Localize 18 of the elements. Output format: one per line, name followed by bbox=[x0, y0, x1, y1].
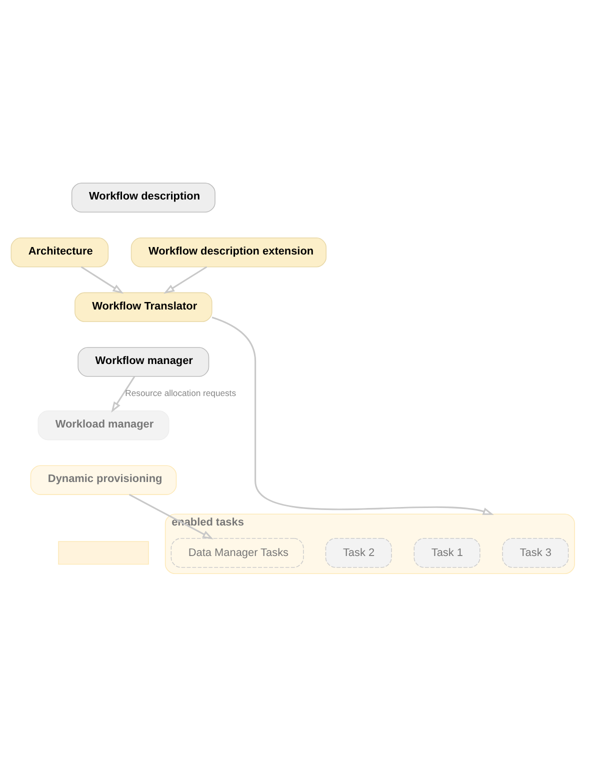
node-box: Dynamic provisioning bbox=[30, 465, 177, 495]
node-box: Task 1 bbox=[414, 538, 480, 568]
node-box: Task 3 bbox=[502, 538, 569, 568]
arrow bbox=[212, 316, 494, 515]
arrow bbox=[80, 266, 124, 294]
edge-label: Resource allocation requests bbox=[125, 388, 236, 398]
node-box: Workflow manager bbox=[78, 347, 210, 377]
node-box: Workflow description bbox=[71, 182, 216, 212]
node-box: Workflow description extension bbox=[130, 238, 327, 268]
node-box: Workflow Translator bbox=[74, 292, 212, 322]
node-box: Data Manager Tasks bbox=[170, 538, 304, 568]
arrow bbox=[111, 376, 136, 413]
node-box: Workload manager bbox=[38, 410, 170, 440]
arrow bbox=[128, 494, 214, 540]
node-box bbox=[58, 541, 149, 565]
node-box: Architecture bbox=[10, 238, 109, 268]
node-box: Task 2 bbox=[325, 538, 392, 568]
arrow bbox=[164, 266, 208, 294]
